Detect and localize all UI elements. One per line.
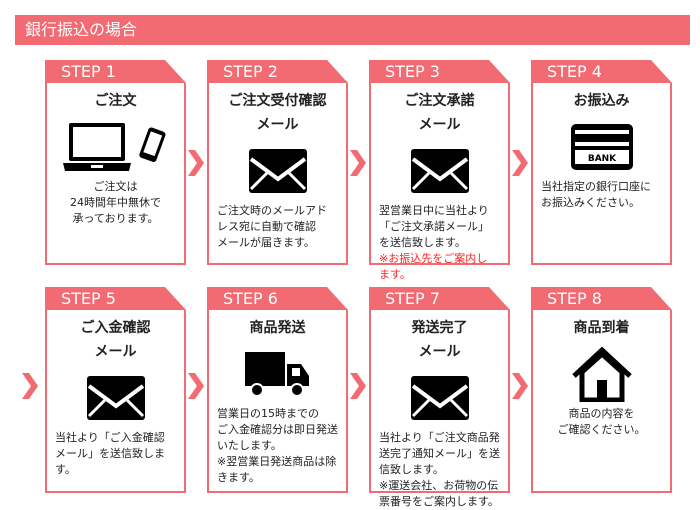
chevron-right-icon: [512, 150, 528, 176]
step-title: 商品到着: [573, 320, 630, 336]
chevron-right-icon: [512, 373, 528, 399]
section-header: 銀行振込の場合: [15, 15, 690, 45]
bank-card-icon: BANK: [533, 119, 670, 175]
step-title: ご注文: [94, 93, 137, 109]
envelope-icon: [371, 143, 508, 199]
step-description: 翌営業日中に当社より 「ご注文承諾メール」 を送信致します。: [379, 204, 489, 249]
step-title: 商品発送: [249, 320, 306, 336]
envelope-icon: [209, 143, 346, 199]
step-label: STEP 7: [385, 289, 440, 308]
step-description: 商品の内容を ご確認ください。: [557, 407, 646, 436]
step-tab: STEP 6: [207, 287, 348, 311]
step-body: ご注文承諾 メール 翌営業日中に当社より 「ご注文承諾メール」 を送信致します。…: [369, 83, 510, 281]
step-body: ご注文 ご注文は 24時間年中無休で 承っております。: [45, 83, 186, 265]
step-tab: STEP 4: [531, 60, 672, 84]
envelope-icon: [47, 370, 184, 426]
step-body: ご注文受付確認 メール ご注文時のメールアド レス宛に自動で確認 メールが届きま…: [207, 83, 348, 265]
chevron-right-icon: [350, 373, 366, 399]
step-body: 商品到着 商品の内容を ご確認ください。: [531, 310, 672, 493]
chevron-right-icon: [350, 150, 366, 176]
step-label: STEP 3: [385, 62, 440, 81]
step-body: 発送完了 メール 当社より「ご注文商品発 送完了通知メール」を送 信致します。 …: [369, 310, 510, 508]
step-title: ご注文承諾 メール: [404, 93, 475, 133]
step-body: ご入金確認 メール 当社より「ご入金確認 メール」を送信致しま す。: [45, 310, 186, 493]
step-body: 商品発送 営業日の15時までの ご入金確認分は即日発送 いたします。 ※翌営業日…: [207, 310, 348, 493]
chevron-right-icon: [188, 373, 204, 399]
step-description: 営業日の15時までの ご入金確認分は即日発送 いたします。 ※翌営業日発送商品は…: [217, 407, 338, 484]
step-label: STEP 6: [223, 289, 278, 308]
step-label: STEP 1: [61, 62, 116, 81]
step-tab: STEP 1: [45, 60, 186, 84]
step-note: ※お振込先をご案内し ます。: [379, 252, 488, 281]
chevron-right-icon: [188, 150, 204, 176]
step-tab: STEP 5: [45, 287, 186, 311]
truck-icon: [209, 346, 346, 402]
step-label: STEP 5: [61, 289, 116, 308]
envelope-icon: [371, 370, 508, 426]
step-label: STEP 8: [547, 289, 602, 308]
step-tab: STEP 2: [207, 60, 348, 84]
laptop-phone-icon: [47, 119, 184, 175]
step-title: ご入金確認 メール: [80, 320, 151, 360]
step-title: 発送完了 メール: [411, 320, 468, 360]
step-description: 当社指定の銀行口座に お振込みください。: [541, 180, 651, 209]
step-description: ご注文時のメールアド レス宛に自動で確認 メールが届きます。: [217, 204, 327, 249]
chevron-right-icon: [22, 373, 38, 399]
house-icon: [533, 346, 670, 402]
step-description: 当社より「ご注文商品発 送完了通知メール」を送 信致します。 ※運送会社、お荷物…: [379, 431, 500, 508]
step-tab: STEP 7: [369, 287, 510, 311]
step-label: STEP 4: [547, 62, 602, 81]
bank-icon-label: BANK: [587, 154, 616, 164]
step-label: STEP 2: [223, 62, 278, 81]
step-title: ご注文受付確認 メール: [228, 93, 327, 133]
step-description: ご注文は 24時間年中無休で 承っております。: [70, 180, 161, 225]
step-body: お振込み BANK 当社指定の銀行口座に お振込みください。: [531, 83, 672, 265]
step-tab: STEP 3: [369, 60, 510, 84]
step-title: お振込み: [573, 93, 630, 109]
step-tab: STEP 8: [531, 287, 672, 311]
step-description: 当社より「ご入金確認 メール」を送信致しま す。: [55, 431, 165, 476]
